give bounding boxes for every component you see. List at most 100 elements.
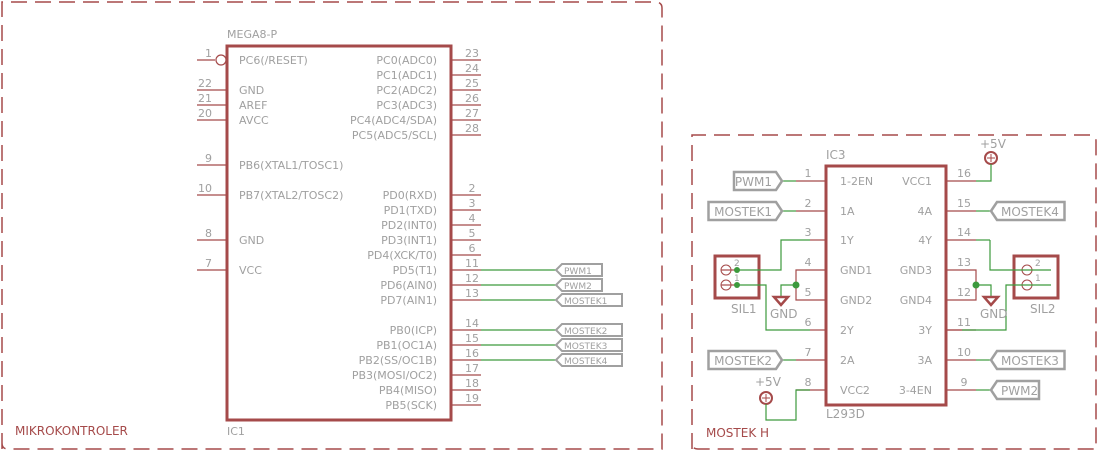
gnd-right: GND (946, 269, 1008, 321)
sil1-connector[interactable]: 2 1 SIL1 (713, 254, 761, 316)
net-label-mostek1[interactable]: MOSTEK1 (554, 293, 623, 307)
pin-name: 1A (840, 205, 855, 218)
net-label-pwm2[interactable]: PWM2 (989, 379, 1041, 401)
net-label-mostek2[interactable]: MOSTEK2 (554, 323, 623, 337)
svg-text:2: 2 (734, 259, 740, 269)
pin-number: 14 (957, 226, 971, 239)
ic3-pin-6[interactable]: 62Y (805, 316, 854, 337)
net-label-mostek1[interactable]: MOSTEK1 (707, 200, 784, 222)
frame-mostek-h (691, 134, 1097, 450)
pin-number: 1 (205, 47, 212, 60)
ic3-pin-3[interactable]: 31Y (805, 226, 854, 247)
sil2-wiring (962, 240, 1051, 331)
pin-number: 22 (198, 77, 212, 90)
sil2-connector[interactable]: 2 1 SIL2 (1012, 254, 1060, 316)
pin-name: PD3(INT1) (381, 234, 437, 247)
pin-name: 3A (917, 354, 932, 367)
pin-number: 11 (957, 316, 971, 329)
net-label-mostek4[interactable]: MOSTEK4 (554, 353, 623, 367)
ground-icon (981, 295, 1001, 307)
pin-number: 2 (469, 182, 476, 195)
pin-name: PD7(AIN1) (380, 294, 437, 307)
sil2-name: SIL2 (1030, 302, 1055, 316)
svg-text:GND: GND (980, 307, 1008, 321)
pin-name: 3-4EN (899, 384, 932, 397)
net-label-pwm1[interactable]: PWM1 (732, 170, 784, 192)
frame-title-left: MIKROKONTROLER (15, 424, 128, 438)
pin-name: PC6(/RESET) (239, 54, 308, 67)
ic3-name: IC3 (826, 148, 846, 162)
pin-name: PC1(ADC1) (376, 69, 437, 82)
net-label-mostek3[interactable]: MOSTEK3 (554, 338, 623, 352)
frame-mikrokontroler (1, 1, 663, 450)
pin-number: 20 (198, 107, 212, 120)
net-label-pwm1[interactable]: PWM1 (554, 263, 603, 277)
pin-name: AVCC (239, 114, 269, 127)
net-label-mostek2[interactable]: MOSTEK2 (707, 349, 784, 371)
pin-name: PB0(ICP) (390, 324, 437, 337)
net-label-mostek4[interactable]: MOSTEK4 (989, 200, 1066, 222)
ic3-pin-2[interactable]: 2 1A (796, 197, 855, 218)
pin-name: PC2(ADC2) (376, 84, 437, 97)
pin-number: 7 (205, 257, 212, 270)
ic3-pin-9[interactable]: 93-4EN (899, 376, 976, 397)
pin-number: 19 (465, 392, 479, 405)
pin-name: GND1 (840, 264, 872, 277)
ic3-pin-7[interactable]: 72A (796, 346, 855, 367)
pin-name: PB7(XTAL2/TOSC2) (239, 189, 343, 202)
ic3-pin-1[interactable]: 11-2EN (796, 167, 873, 188)
net-label-mostek3[interactable]: MOSTEK3 (989, 349, 1066, 371)
svg-text:MOSTEK4: MOSTEK4 (1001, 205, 1059, 219)
pin-number: 13 (465, 287, 479, 300)
ic3-part: L293D (826, 407, 865, 421)
svg-text:PWM2: PWM2 (564, 282, 592, 292)
svg-text:MOSTEK1: MOSTEK1 (714, 205, 772, 219)
sil1-body (713, 254, 761, 300)
svg-text:PWM1: PWM1 (564, 267, 592, 277)
pin-number: 15 (957, 197, 971, 210)
pin-number: 2 (805, 197, 812, 210)
ic1-mega8[interactable]: MEGA8-P IC1 1PC6(/RESET)22GND21AREF20AVC… (197, 28, 481, 438)
pin-name: VCC2 (840, 384, 870, 397)
net-label-pwm2[interactable]: PWM2 (554, 278, 603, 292)
